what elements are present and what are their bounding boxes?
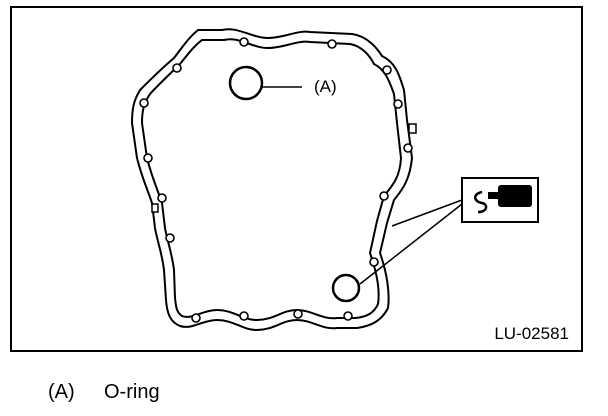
bolt-hole (382, 65, 392, 75)
callout-label-a: (A) (314, 77, 337, 96)
bolt-hole (393, 99, 403, 109)
oil-pan-gasket-diagram (130, 28, 539, 332)
liquid-gasket-tube-icon (461, 177, 539, 223)
gasket-inner-outline (140, 38, 403, 322)
legend-text: O-ring (104, 381, 160, 403)
bolt-hole (239, 311, 249, 321)
bolt-hole (343, 311, 353, 321)
bolt-hole (327, 39, 337, 49)
figure-reference-code: LU-02581 (494, 324, 569, 343)
diagram-frame: (A) LU-02581 (10, 6, 583, 352)
sealant-leader-line (359, 203, 463, 285)
bolt-hole (239, 37, 249, 47)
bolt-holes (139, 37, 413, 323)
bolt-hole (157, 193, 167, 203)
bolt-hole (139, 98, 149, 108)
o-ring-a (228, 65, 264, 101)
bolt-hole (379, 191, 389, 201)
bolt-hole (172, 63, 182, 73)
bolt-hole (165, 233, 175, 243)
gasket-tab (408, 123, 417, 134)
bolt-hole (293, 309, 303, 319)
legend: (A) O-ring (48, 381, 160, 404)
gasket-outer-outline (130, 28, 414, 332)
bolt-hole (369, 257, 379, 267)
sealant-leader-line (391, 199, 463, 227)
bolt-hole (143, 153, 153, 163)
o-ring-lower (331, 273, 361, 303)
gasket-tab (151, 203, 159, 213)
bolt-hole (191, 313, 201, 323)
bolt-hole (403, 143, 413, 153)
legend-key: (A) (48, 381, 75, 403)
